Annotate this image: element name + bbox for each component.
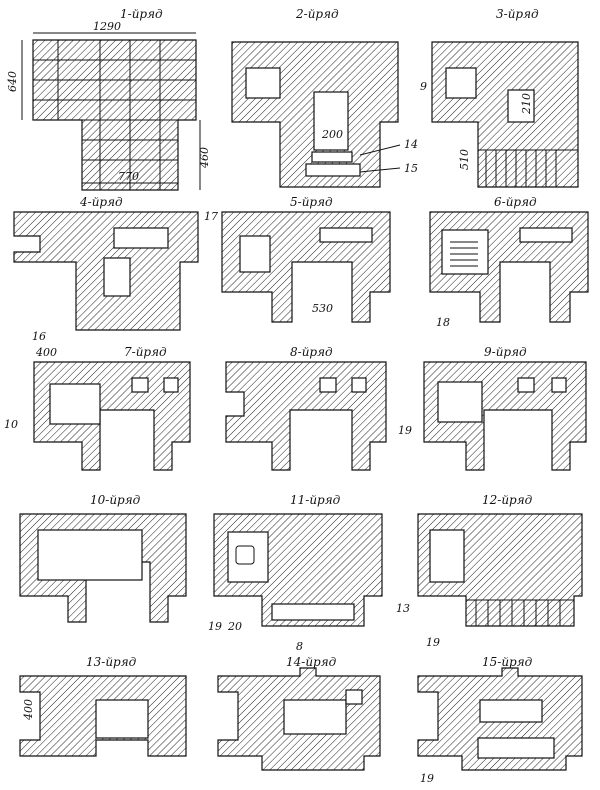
dim-510: 510 bbox=[458, 149, 471, 170]
callout-19-a: 19 bbox=[398, 424, 412, 437]
course-14-plan bbox=[217, 667, 381, 771]
course-5-plan bbox=[221, 211, 391, 323]
callout-16: 16 bbox=[32, 330, 46, 343]
course-3-plan bbox=[431, 41, 579, 188]
course-15-plan bbox=[417, 667, 583, 771]
callout-13: 13 bbox=[396, 602, 410, 615]
dim-400-b: 400 bbox=[22, 699, 35, 721]
course-3-label: 3-йряд bbox=[496, 7, 539, 21]
course-2-label: 2-йряд bbox=[295, 7, 339, 21]
callout-18: 18 bbox=[436, 316, 450, 329]
course-8-plan bbox=[225, 361, 387, 471]
course-6-label: 6-йряд bbox=[494, 195, 537, 209]
course-12-label: 12-йряд bbox=[482, 493, 533, 507]
callout-9-a: 9 bbox=[420, 80, 427, 93]
callout-19-c: 19 bbox=[426, 636, 440, 649]
dim-460: 460 bbox=[198, 147, 211, 169]
course-10-plan bbox=[19, 513, 187, 623]
callout-15: 15 bbox=[404, 162, 418, 175]
course-7-plan bbox=[33, 361, 191, 471]
callout-17: 17 bbox=[204, 210, 218, 223]
course-1-plan bbox=[21, 32, 201, 191]
course-4-label: 4-йряд bbox=[79, 195, 123, 209]
course-13-plan bbox=[19, 675, 187, 757]
dim-640: 640 bbox=[6, 71, 19, 92]
dim-400-a: 400 bbox=[35, 346, 57, 359]
course-15-label: 15-йряд bbox=[482, 655, 533, 669]
course-13-label: 13-йряд bbox=[86, 655, 137, 669]
course-10-label: 10-йряд bbox=[90, 493, 141, 507]
callout-14: 14 bbox=[404, 138, 418, 151]
course-12-plan bbox=[417, 513, 583, 627]
callout-19-d: 19 bbox=[420, 772, 434, 785]
course-8-label: 8-йряд bbox=[290, 345, 333, 359]
dim-770: 770 bbox=[118, 170, 139, 183]
course-7-label: 7-йряд bbox=[124, 345, 167, 359]
dim-210: 210 bbox=[520, 93, 533, 115]
course-6-plan bbox=[429, 211, 589, 323]
course-5-label: 5-йряд bbox=[290, 195, 333, 209]
dim-1290: 1290 bbox=[93, 20, 121, 33]
course-9-plan bbox=[423, 361, 587, 471]
dim-530: 530 bbox=[312, 302, 333, 315]
course-11-label: 11-йряд bbox=[290, 493, 341, 507]
course-9-label: 9-йряд bbox=[484, 345, 527, 359]
callout-20: 20 bbox=[227, 620, 242, 633]
callout-19-b: 19 bbox=[208, 620, 222, 633]
callout-10: 10 bbox=[4, 418, 18, 431]
course-4-plan bbox=[13, 211, 199, 331]
callout-8: 8 bbox=[296, 640, 303, 653]
course-11-plan bbox=[213, 513, 383, 627]
course-1-label: 1-йряд bbox=[120, 7, 163, 21]
course-14-label: 14-йряд bbox=[286, 655, 337, 669]
course-2-plan bbox=[231, 41, 399, 188]
dim-200: 200 bbox=[321, 128, 343, 141]
